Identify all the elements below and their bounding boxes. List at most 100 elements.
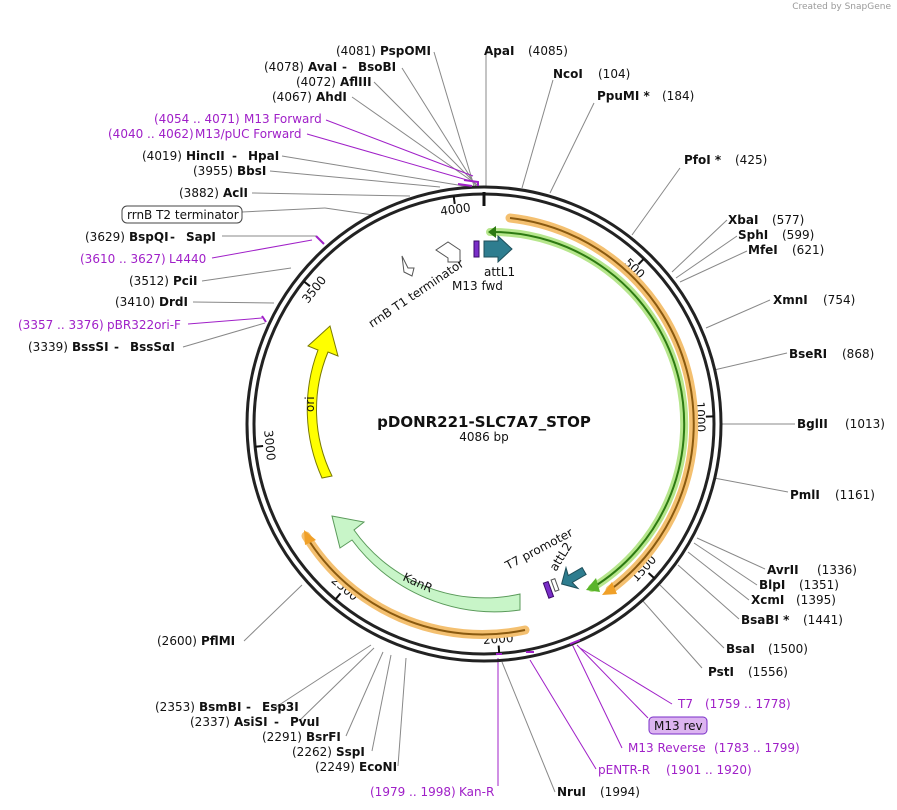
enzyme-bglii[interactable]: BglII(1013) <box>797 417 885 431</box>
svg-text:BssSαI: BssSαI <box>130 340 175 354</box>
svg-text:(4072): (4072) <box>296 75 336 89</box>
primer-m13-forward[interactable]: (4054 .. 4071)M13 Forward <box>154 112 322 126</box>
svg-text:BsmBI: BsmBI <box>199 700 241 714</box>
enzyme-pflmi[interactable]: (2600)PflMI <box>157 634 235 648</box>
svg-text:HpaI: HpaI <box>248 149 279 163</box>
primer-pbr322ori-f[interactable]: (3357 .. 3376)pBR322ori-F <box>18 318 181 332</box>
m13-puc-forward-mark[interactable] <box>457 183 473 187</box>
svg-text:BlpI: BlpI <box>759 578 785 592</box>
enzyme-bsai[interactable]: BsaI (1500) <box>726 642 808 656</box>
attl2-small-box <box>550 578 560 592</box>
enzyme-bbsi[interactable]: (3955)BbsI <box>193 164 266 178</box>
enzyme-blpi[interactable]: BlpI(1351) <box>759 578 839 592</box>
enzyme-afliii[interactable]: (4072)AflIII <box>296 75 372 89</box>
t7-primer-mark[interactable] <box>569 639 581 645</box>
svg-text:(4081): (4081) <box>336 44 376 58</box>
tick-label: 4000 <box>439 200 471 218</box>
enzyme-apai[interactable]: ApaI(4085) <box>484 44 568 58</box>
primer-l4440[interactable]: (3610 .. 3627)L4440 <box>80 252 206 266</box>
svg-text:(4054 .. 4071): (4054 .. 4071) <box>154 112 240 126</box>
svg-text:XbaI: XbaI <box>728 213 758 227</box>
enzyme-hincii-hpai[interactable]: (4019)HincII - HpaI <box>142 149 279 163</box>
orange-region-arrowhead <box>602 582 617 595</box>
l4440-mark[interactable] <box>315 235 325 245</box>
svg-text:BseRI: BseRI <box>789 347 827 361</box>
svg-text:(577): (577) <box>772 213 804 227</box>
enzyme-pfoi[interactable]: PfoI *(425) <box>684 153 767 167</box>
primer-m13-reverse[interactable]: M13 Reverse(1783 .. 1799) <box>628 741 800 755</box>
enzyme-bsabi[interactable]: BsaBI *(1441) <box>741 613 843 627</box>
svg-text:(3629): (3629) <box>85 230 125 244</box>
enzyme-bsmbi-esp3i[interactable]: (2353)BsmBI - Esp3I <box>155 700 299 714</box>
primer-t7[interactable]: T7(1759 .. 1778) <box>677 697 791 711</box>
m13-fwd-label: M13 fwd <box>452 279 503 293</box>
primer-pentr-r[interactable]: pENTR-R(1901 .. 1920) <box>598 763 752 777</box>
primer-m13-puc-forward[interactable]: (4040 .. 4062)M13/pUC Forward <box>108 127 302 141</box>
enzyme-drdi[interactable]: (3410) DrdI <box>115 295 188 309</box>
enzyme-xbai[interactable]: XbaI (577) <box>728 213 804 227</box>
svg-text:(1500): (1500) <box>768 642 808 656</box>
svg-text:DrdI: DrdI <box>159 295 188 309</box>
rrnb-t1-arrow[interactable] <box>435 241 461 263</box>
enzyme-asisi-pvui[interactable]: (2337)AsiSI - PvuI <box>190 715 320 729</box>
attl2-arrow[interactable] <box>556 561 591 595</box>
svg-text:Esp3I: Esp3I <box>262 700 299 714</box>
m13-forward-mark[interactable] <box>463 179 479 186</box>
enzyme-ppumi[interactable]: PpuMI *(184) <box>597 89 694 103</box>
enzyme-xmni[interactable]: XmnI(754) <box>773 293 855 307</box>
svg-text:(1759 .. 1778): (1759 .. 1778) <box>705 697 791 711</box>
attl1-arrow[interactable] <box>483 234 513 264</box>
enzyme-sphi[interactable]: SphI(599) <box>738 228 814 242</box>
enzyme-ncoi[interactable]: NcoI(104) <box>553 67 630 81</box>
snapgene-watermark: Created by SnapGene <box>792 2 891 12</box>
green-region-arc[interactable] <box>486 227 689 592</box>
kanr-arrow[interactable] <box>331 515 521 613</box>
enzyme-pspomi[interactable]: (4081) PspOMI <box>336 44 431 58</box>
enzyme-psti[interactable]: PstI(1556) <box>708 665 788 679</box>
rrnb-t2-label: rrnB T2 terminator <box>127 208 239 222</box>
primer-leader-lines <box>187 119 673 786</box>
svg-text:(3410): (3410) <box>115 295 155 309</box>
enzyme-bspqi-sapi[interactable]: (3629)BspQI - SapI <box>85 230 216 244</box>
svg-text:pBR322ori-F: pBR322ori-F <box>107 318 181 332</box>
enzyme-sspi[interactable]: (2262)SspI <box>292 745 365 759</box>
svg-text:(599): (599) <box>782 228 814 242</box>
enzyme-xcmi[interactable]: XcmI(1395) <box>751 593 836 607</box>
tick-label: 3000 <box>261 429 278 461</box>
svg-text:BglII: BglII <box>797 417 828 431</box>
enzyme-mfei[interactable]: MfeI(621) <box>748 243 824 257</box>
green-region-start-arrow <box>488 226 496 238</box>
svg-text:BsaI: BsaI <box>726 642 755 656</box>
enzyme-pmli[interactable]: PmlI(1161) <box>790 488 875 502</box>
pbr322ori-f-mark[interactable] <box>261 315 267 323</box>
primer-kan-r[interactable]: (1979 .. 1998)Kan-R <box>370 785 494 799</box>
enzyme-avai-bsobi[interactable]: (4078)AvaI - BsoBI <box>264 60 396 74</box>
enzyme-iseri[interactable]: BseRI(868) <box>789 347 874 361</box>
enzyme-nrui[interactable]: NruI(1994) <box>557 785 640 799</box>
enzyme-ahdi[interactable]: (4067)AhdI <box>272 90 347 104</box>
ori-arrow[interactable] <box>306 325 339 479</box>
svg-text:PspOMI: PspOMI <box>380 44 431 58</box>
enzyme-avrii[interactable]: AvrII(1336) <box>767 563 857 577</box>
enzyme-bsssi-bsssai[interactable]: (3339)BssSI - BssSαI <box>28 340 175 354</box>
rrnb-t1-label: rrnB T1 terminator <box>366 256 466 330</box>
svg-text:(2249): (2249) <box>315 760 355 774</box>
t7-promoter-marker[interactable] <box>542 580 555 599</box>
svg-text:(1336): (1336) <box>817 563 857 577</box>
svg-text:-: - <box>246 700 251 714</box>
enzyme-pcii[interactable]: (3512)PciI <box>129 274 198 288</box>
enzyme-econi[interactable]: (2249)EcoNI <box>315 760 397 774</box>
svg-text:PflMI: PflMI <box>201 634 235 648</box>
rrnb-t2-arrow[interactable] <box>401 255 415 277</box>
svg-text:(4067): (4067) <box>272 90 312 104</box>
tick-mark <box>303 280 311 287</box>
enzyme-bsrfi[interactable]: (2291)BsrFI <box>262 730 341 744</box>
enzyme-acli[interactable]: (3882)AclI <box>179 186 248 200</box>
svg-text:Kan-R: Kan-R <box>459 785 494 799</box>
svg-text:(1901 .. 1920): (1901 .. 1920) <box>666 763 752 777</box>
m13-fwd-marker[interactable] <box>473 240 480 258</box>
tick-mark <box>452 195 456 205</box>
svg-text:BbsI: BbsI <box>237 164 266 178</box>
primer-m13-rev[interactable]: M13 rev <box>648 716 708 735</box>
